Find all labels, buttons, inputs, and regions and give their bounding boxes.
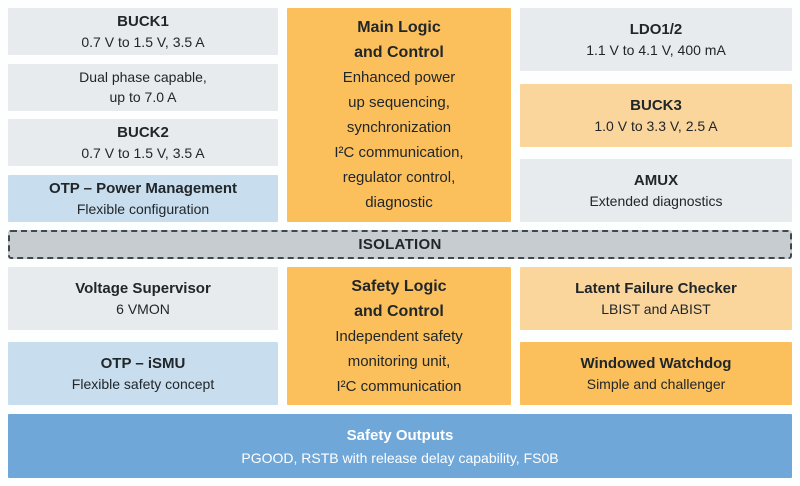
latent-failure-sub: LBIST and ABIST (601, 301, 711, 317)
buck1-title: BUCK1 (117, 13, 169, 30)
otp-power-sub: Flexible configuration (76, 200, 210, 217)
main-logic-body-line3: synchronization (346, 119, 452, 136)
buck3-spec: 1.0 V to 3.3 V, 2.5 A (594, 117, 718, 134)
dual-phase-line2: up to 7.0 A (109, 89, 177, 106)
block-buck2: BUCK2 0.7 V to 1.5 V, 3.5 A (8, 119, 278, 167)
column-bottom-right: Latent Failure Checker LBIST and ABIST W… (520, 267, 792, 405)
latent-failure-title: Latent Failure Checker (575, 280, 737, 297)
otp-power-title: OTP – Power Management (48, 179, 238, 197)
voltage-supervisor-sub: 6 VMON (116, 301, 170, 317)
block-buck1: BUCK1 0.7 V to 1.5 V, 3.5 A (8, 8, 278, 55)
column-top-right: LDO1/2 1.1 V to 4.1 V, 400 mA BUCK3 1.0 … (520, 8, 792, 222)
block-amux: AMUX Extended diagnostics (520, 159, 792, 222)
column-bottom-left: Voltage Supervisor 6 VMON OTP – iSMU Fle… (8, 267, 278, 405)
isolation-barrier: ISOLATION (8, 230, 792, 259)
safety-logic-title-line1: Safety Logic (351, 277, 447, 295)
block-dual-phase: Dual phase capable, up to 7.0 A (8, 63, 278, 111)
ldo12-title: LDO1/2 (629, 21, 683, 38)
block-safety-outputs: Safety Outputs PGOOD, RSTB with release … (8, 414, 792, 478)
ldo12-spec: 1.1 V to 4.1 V, 400 mA (586, 42, 726, 58)
safety-logic-body-line2: monitoring unit, (347, 352, 451, 370)
main-logic-body-line4: I²C communication, (334, 144, 464, 161)
safety-outputs-sub: PGOOD, RSTB with release delay capabilit… (241, 449, 559, 466)
block-otp-ismu: OTP – iSMU Flexible safety concept (8, 342, 278, 405)
otp-ismu-sub: Flexible safety concept (71, 376, 215, 392)
block-safety-logic-and-control: Safety Logic and Control Independent saf… (287, 267, 511, 405)
block-main-logic-and-control: Main Logic and Control Enhanced power up… (287, 8, 511, 222)
buck2-title: BUCK2 (117, 124, 169, 142)
bottom-section: Voltage Supervisor 6 VMON OTP – iSMU Fle… (8, 267, 792, 405)
amux-title: AMUX (633, 172, 679, 189)
main-logic-body-line6: diagnostic (365, 194, 433, 211)
main-logic-body-line2: up sequencing, (348, 94, 450, 111)
buck3-title: BUCK3 (630, 96, 682, 114)
main-logic-body-line1: Enhanced power (342, 69, 456, 86)
otp-ismu-title: OTP – iSMU (100, 355, 186, 372)
main-logic-body-line5: regulator control, (342, 169, 456, 186)
block-voltage-supervisor: Voltage Supervisor 6 VMON (8, 267, 278, 330)
windowed-watchdog-sub: Simple and challenger (586, 376, 726, 392)
windowed-watchdog-title: Windowed Watchdog (580, 355, 732, 372)
block-otp-power-management: OTP – Power Management Flexible configur… (8, 174, 278, 222)
block-ldo12: LDO1/2 1.1 V to 4.1 V, 400 mA (520, 8, 792, 71)
safety-logic-body-line1: Independent safety (335, 327, 463, 345)
safety-logic-title-line2: and Control (354, 302, 444, 320)
safety-logic-body-line3: I²C communication (336, 377, 462, 395)
top-section: BUCK1 0.7 V to 1.5 V, 3.5 A Dual phase c… (8, 8, 792, 222)
buck1-spec: 0.7 V to 1.5 V, 3.5 A (81, 34, 205, 50)
block-latent-failure-checker: Latent Failure Checker LBIST and ABIST (520, 267, 792, 330)
main-logic-title-line2: and Control (354, 44, 444, 61)
voltage-supervisor-title: Voltage Supervisor (75, 280, 211, 297)
dual-phase-line1: Dual phase capable, (79, 69, 207, 86)
column-top-left: BUCK1 0.7 V to 1.5 V, 3.5 A Dual phase c… (8, 8, 278, 222)
buck2-spec: 0.7 V to 1.5 V, 3.5 A (81, 145, 205, 162)
amux-sub: Extended diagnostics (589, 193, 723, 209)
safety-outputs-title: Safety Outputs (346, 426, 454, 444)
isolation-label: ISOLATION (358, 236, 442, 253)
block-buck3: BUCK3 1.0 V to 3.3 V, 2.5 A (520, 83, 792, 147)
main-logic-title-line1: Main Logic (357, 19, 441, 36)
block-windowed-watchdog: Windowed Watchdog Simple and challenger (520, 342, 792, 405)
